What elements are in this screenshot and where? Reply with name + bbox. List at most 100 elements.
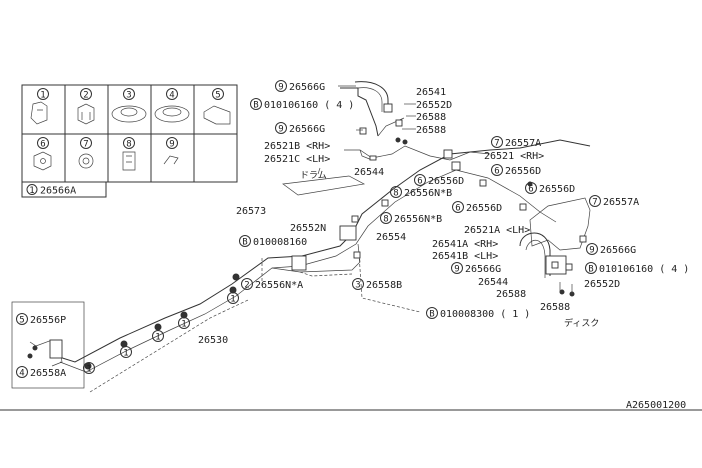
disc-brake-assembly: [519, 197, 591, 297]
label-B010106160-top: B 010106160 ( 4 ): [250, 98, 354, 111]
label-26566G-r1: 9 26566G: [586, 243, 636, 256]
label-text: 6: [417, 177, 422, 187]
label-text: 26566G: [465, 264, 501, 275]
label-text: 3: [355, 281, 360, 291]
label-26552N: 26552N: [290, 223, 326, 234]
drum-brake-hose-assembly: [338, 81, 491, 161]
label-26558B: 3 26558B: [352, 278, 402, 291]
label-text: 26556D: [428, 176, 464, 187]
label-drum: ドラム: [300, 170, 327, 181]
legend-item-7: 7: [78, 137, 94, 169]
clip-callouts: 1 1 1 1 1: [83, 292, 239, 375]
left-detail-frame: [11, 301, 85, 389]
legend-box: 1 2 3 4 5 6 7 8: [21, 84, 238, 198]
label-text: 1: [40, 91, 45, 101]
label-text: 6: [455, 204, 460, 214]
label-text: 8: [383, 215, 388, 225]
diagram-id: A265001200: [626, 400, 686, 411]
label-text: B: [253, 101, 258, 111]
label-26521A: 26521A <LH>: [464, 225, 530, 236]
legend-item-2: 2: [77, 88, 95, 125]
legend-item-8: 8: [122, 137, 136, 171]
left-proportioning-valve: [27, 339, 63, 367]
legend-item-9: 9: [163, 137, 179, 165]
label-text: 1: [123, 349, 128, 359]
legend-item-1: 1: [30, 88, 49, 125]
label-text: 5: [215, 91, 220, 101]
label-26556P: 5 26556P: [16, 313, 66, 326]
label-text: 26556D: [505, 166, 541, 177]
label-26566G-mid: 9 26566G: [275, 122, 325, 135]
label-26556D-1: 6 26556D: [491, 164, 541, 177]
label-26556NA: 2 26556N*A: [241, 278, 303, 291]
label-text: 9: [589, 246, 594, 256]
label-26521B: 26521B <RH>: [264, 141, 330, 152]
label-26552D-top: 26552D: [416, 100, 452, 111]
label-disc: ディスク: [564, 317, 599, 329]
drum-outline: [282, 175, 366, 196]
label-B010106160-r: B 010106160 ( 4 ): [585, 262, 689, 275]
label-text: 26566G: [289, 124, 325, 135]
label-text: 26556D: [539, 184, 575, 195]
label-26541A: 26541A <RH>: [432, 239, 498, 250]
legend-item-5: 5: [203, 88, 231, 125]
label-text: 26556N*B: [404, 188, 452, 199]
label-26588-r2: 26588: [540, 302, 570, 313]
label-text: 26557A: [505, 138, 541, 149]
label-B010008300: B 010008300 ( 1 ): [426, 307, 530, 320]
label-text: 1: [155, 333, 160, 343]
label-text: 7: [494, 139, 499, 149]
label-text: 6: [40, 140, 45, 150]
label-26558A: 4 26558A: [16, 366, 66, 379]
clip-callout: 1: [178, 317, 190, 330]
label-26556NB-1: 8 26556N*B: [390, 186, 452, 199]
label-26588-a: 26588: [416, 112, 446, 123]
legend-item-3: 3: [111, 88, 147, 123]
label-text: 1: [181, 320, 186, 330]
label-text: B: [242, 238, 247, 248]
label-26544-top: 26544: [354, 167, 384, 178]
label-text: 1: [86, 365, 91, 375]
label-26557A-right: 7 26557A: [589, 195, 639, 208]
label-text: 010106160 ( 4 ): [599, 264, 689, 275]
label-text: 1: [230, 295, 235, 305]
label-text: 9: [278, 83, 283, 93]
clip-callout: 1: [83, 362, 95, 375]
label-26566G-r2: 9 26566G: [451, 262, 501, 275]
label-26521C: 26521C <LH>: [264, 154, 330, 165]
legend-item-6: 6: [33, 137, 52, 171]
part-labels: 9 26566G 26541 B 010106160 ( 4 ) 26552D …: [16, 80, 689, 379]
label-text: 7: [83, 140, 88, 150]
bracket-icon: [203, 105, 231, 125]
label-text: 3: [126, 91, 131, 101]
label-text: 26558B: [366, 280, 402, 291]
label-text: 6: [528, 185, 533, 195]
label-text: 26557A: [603, 197, 639, 208]
label-text: 1: [29, 186, 34, 196]
label-text: 9: [454, 265, 459, 275]
valve-block: [291, 255, 307, 271]
label-text: 8: [126, 140, 131, 150]
label-text: 4: [19, 369, 24, 379]
label-text: 010106160 ( 4 ): [264, 100, 354, 111]
label-26544-r: 26544: [478, 277, 508, 288]
label-text: 8: [393, 189, 398, 199]
clip-callout: 1: [120, 346, 132, 359]
label-26588-b: 26588: [416, 125, 446, 136]
label-text: 26556D: [466, 203, 502, 214]
label-26541: 26541: [416, 87, 446, 98]
label-26530: 26530: [198, 335, 228, 346]
label-text: 26556N*B: [394, 214, 442, 225]
label-26521-rh: 26521 <RH>: [484, 151, 544, 162]
three-way-connector: [339, 225, 357, 241]
label-26556D-4: 6 26556D: [452, 201, 502, 214]
label-26556NB-2: 8 26556N*B: [380, 212, 442, 225]
bracket-icon: [77, 103, 95, 125]
legend-key-part: 26566A: [40, 186, 76, 197]
label-26566G-top: 9 26566G: [275, 80, 325, 93]
label-text: 4: [169, 91, 174, 101]
clip-callout: 1: [152, 330, 164, 343]
label-text: 2: [83, 91, 88, 101]
label-26557A-top: 7 26557A: [491, 136, 541, 149]
